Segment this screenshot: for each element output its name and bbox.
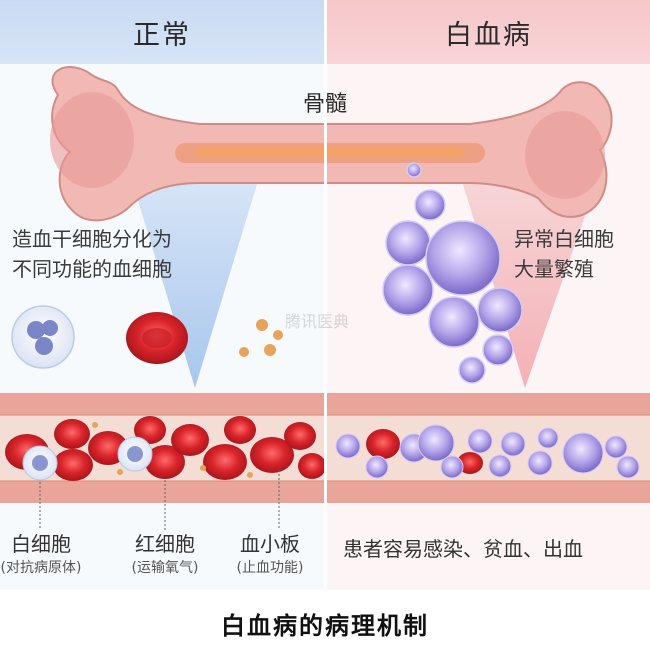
panel-divider (324, 0, 327, 590)
red-blood-cell-label: 红细胞 (运输氧气) (122, 530, 208, 578)
platelet-label: 血小板 (止血功能) (225, 530, 315, 578)
free-white-blood-cell (11, 305, 75, 369)
cell-function: (止血功能) (236, 560, 304, 576)
normal-description: 造血干细胞分化为 不同功能的血细胞 (12, 224, 222, 284)
free-platelets (239, 319, 283, 357)
normal-header: 正常 (0, 0, 324, 64)
leukemia-description: 异常白细胞 大量繁殖 (514, 224, 644, 284)
diagram-caption: 白血病的病理机制 (221, 612, 429, 640)
normal-description-line: 造血干细胞分化为 (12, 227, 172, 251)
abnormal-white-blood-cells (382, 162, 523, 384)
leukemia-header: 白血病 (327, 0, 650, 64)
bone-marrow-bone (50, 66, 613, 222)
label-pointers (39, 470, 280, 530)
cell-function: (运输氧气) (131, 560, 199, 576)
free-red-blood-cell (126, 312, 188, 364)
cell-name: 红细胞 (135, 532, 195, 556)
leukemia-result: 患者容易感染、贫血、出血 (343, 537, 583, 561)
normal-blood-vessel (0, 393, 326, 503)
cell-function: (对抗病原体) (0, 560, 82, 576)
normal-description-line: 不同功能的血细胞 (12, 257, 172, 281)
watermark: 腾讯医典 (285, 312, 350, 331)
white-blood-cell-label: 白细胞 (对抗病原体) (0, 530, 82, 578)
leukemia-description-line: 大量繁殖 (514, 257, 594, 281)
cell-name: 白细胞 (11, 532, 71, 556)
differentiation-arrow (125, 158, 265, 388)
bone-marrow-label: 骨髓 (302, 92, 347, 117)
cell-name: 血小板 (240, 532, 300, 556)
leukemia-description-line: 异常白细胞 (514, 227, 614, 251)
leukemia-blood-vessel (327, 393, 650, 503)
